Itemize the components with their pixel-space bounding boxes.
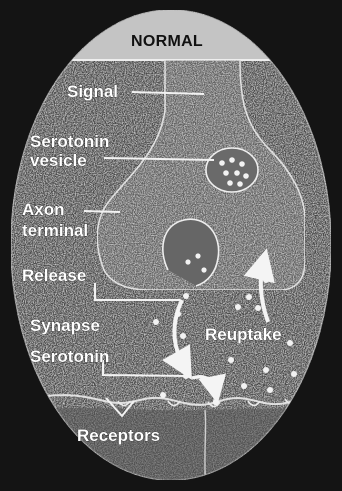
axon-leader [84,211,120,212]
label-release: Release [22,266,86,285]
title-band [0,0,342,60]
serotonin-vesicle [206,148,258,192]
label-serotonin: Serotonin [30,347,109,366]
label-axon-terminal-line2: terminal [22,221,88,240]
label-synapse: Synapse [30,316,100,335]
label-axon-terminal-line1: Axon [22,200,65,219]
label-serotonin-vesicle-line1: Serotonin [30,132,109,151]
label-reuptake: Reuptake [205,325,282,344]
label-receptors: Receptors [77,426,160,445]
label-signal: Signal [67,82,118,101]
diagram-title: NORMAL [131,33,203,50]
label-serotonin-vesicle-line2: vesicle [30,151,87,170]
